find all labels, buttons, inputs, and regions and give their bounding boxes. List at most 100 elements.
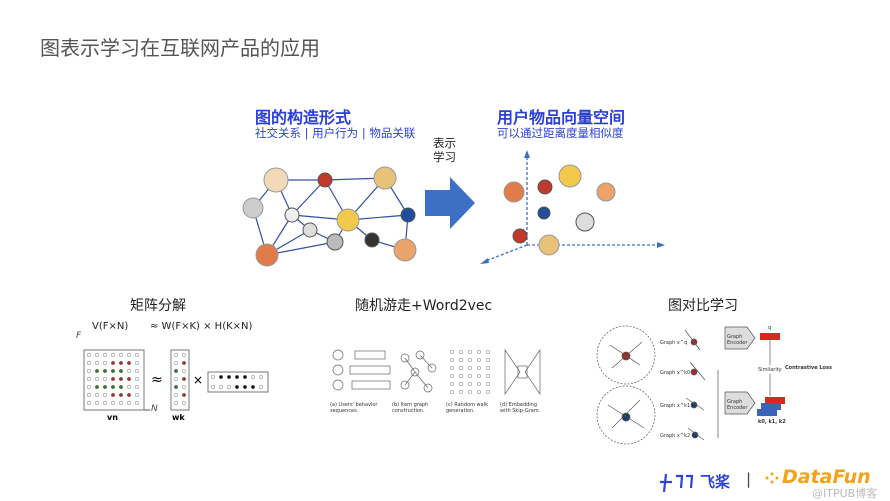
matrix-cell — [467, 349, 473, 355]
footer-separator: | — [746, 470, 752, 488]
matrix-cell — [102, 392, 108, 398]
item-icon — [400, 207, 416, 223]
matrix-cell — [110, 392, 116, 398]
matrix-cell — [86, 400, 92, 406]
matrix-cell — [126, 360, 132, 366]
matrix-cell — [173, 400, 179, 406]
matrix-cell — [94, 400, 100, 406]
matrix-cell — [181, 376, 187, 382]
matrix-cell — [134, 400, 140, 406]
matrix-cell — [234, 384, 240, 390]
matrix-cell — [118, 352, 124, 358]
matrix-cell — [458, 357, 464, 363]
matrix-cell — [458, 349, 464, 355]
matrix-cell — [458, 381, 464, 387]
matrix-cell — [181, 392, 187, 398]
matrix-cell — [458, 373, 464, 379]
matrix-cell — [86, 368, 92, 374]
word2vec-figure — [332, 348, 541, 396]
matrix-cell — [94, 352, 100, 358]
matrix-cell — [173, 384, 179, 390]
caption-b: (b) Item graph construction. — [392, 402, 429, 414]
graph-section-subtitle: 社交关系 | 用户行为 | 物品关联 — [255, 126, 416, 140]
method-title-matrix-factorization: 矩阵分解 — [130, 298, 186, 314]
matrix-cell — [181, 352, 187, 358]
graph-k1-label: Graph x^k1 — [660, 403, 691, 409]
matrix-factorization-figure — [83, 349, 269, 411]
user-face-icon — [263, 167, 289, 193]
matrix-cell — [181, 384, 187, 390]
matrix-cell — [102, 368, 108, 374]
graph-nodes — [242, 166, 417, 267]
label-wk: wk — [172, 413, 185, 422]
matrix-cell — [126, 376, 132, 382]
matrix-cell — [485, 357, 491, 363]
matrix-cell — [118, 368, 124, 374]
matrix-cell — [476, 381, 482, 387]
graph-section-title: 图的构造形式 — [255, 108, 352, 127]
user-face-icon — [255, 243, 279, 267]
matrix-cell — [134, 392, 140, 398]
graph-k2-label: Graph x^k2 — [660, 433, 691, 439]
caption-d: (d) Embedding with Skip-Gram. — [500, 402, 541, 414]
vector-section-title: 用户物品向量空间 — [497, 108, 626, 127]
matrix-cell — [110, 384, 116, 390]
matrix-cell — [118, 400, 124, 406]
arrow-label: 表示 学习 — [433, 136, 456, 164]
matrix-cell — [250, 384, 256, 390]
graph-k0-label: Graph x^k0 — [660, 370, 691, 376]
contrastive-loss-label: Contrastive Loss — [785, 365, 832, 371]
vector-section-subtitle: 可以通过距离度量相似度 — [497, 126, 624, 140]
axis-n-label: N — [151, 404, 158, 414]
matrix-cell — [118, 392, 124, 398]
matrix-cell — [94, 392, 100, 398]
matrix-cell — [102, 360, 108, 366]
matrix-cell — [134, 368, 140, 374]
matrix-cell — [94, 376, 100, 382]
matrix-cell — [86, 392, 92, 398]
user-face-icon — [336, 208, 360, 232]
method-title-random-walk: 随机游走+Word2vec — [355, 298, 493, 314]
arrow-label-line1: 表示 — [433, 136, 456, 150]
matrix-cell — [134, 376, 140, 382]
matrix-cell — [86, 376, 92, 382]
slide-title: 图表示学习在互联网产品的应用 — [40, 36, 320, 60]
matrix-cell — [86, 384, 92, 390]
matrix-cell — [458, 389, 464, 395]
matrix-cell — [210, 384, 216, 390]
matrix-cell — [102, 384, 108, 390]
matrix-cell — [110, 352, 116, 358]
axis-arrowhead-icon — [657, 242, 665, 248]
matrix-cell — [173, 360, 179, 366]
matrix-cell — [102, 376, 108, 382]
matrix-cell — [173, 368, 179, 374]
matrix-cell — [449, 365, 455, 371]
matrix-cell — [226, 384, 232, 390]
matrix-cell — [86, 360, 92, 366]
matrix-cell — [476, 373, 482, 379]
matrix-cell — [173, 392, 179, 398]
item-icon — [302, 222, 318, 238]
caption-c: (c) Random walk generation. — [446, 402, 488, 414]
encoder-q-label: Graph Encoder — [727, 334, 748, 346]
formula-rhs: ≈ W(F×K) × H(K×N) — [150, 321, 253, 332]
arrow-label-line2: 学习 — [433, 150, 456, 164]
matrix-cell — [118, 360, 124, 366]
matrix-cell — [173, 352, 179, 358]
matrix-cell — [250, 374, 256, 380]
paddle-logo-icon — [660, 473, 694, 493]
matrix-cell — [218, 384, 224, 390]
q-label: q — [768, 325, 772, 331]
matrix-cell — [242, 384, 248, 390]
caption-a: (a) Users' behavior sequences. — [330, 402, 378, 414]
matrix-cell — [485, 381, 491, 387]
matrix-cell — [110, 368, 116, 374]
matrix-cell — [181, 400, 187, 406]
matrix-cell — [485, 389, 491, 395]
times-sign: × — [193, 373, 204, 387]
matrix-cell — [110, 360, 116, 366]
matrix-cell — [102, 400, 108, 406]
matrix-cell — [110, 376, 116, 382]
matrix-cell — [467, 373, 473, 379]
